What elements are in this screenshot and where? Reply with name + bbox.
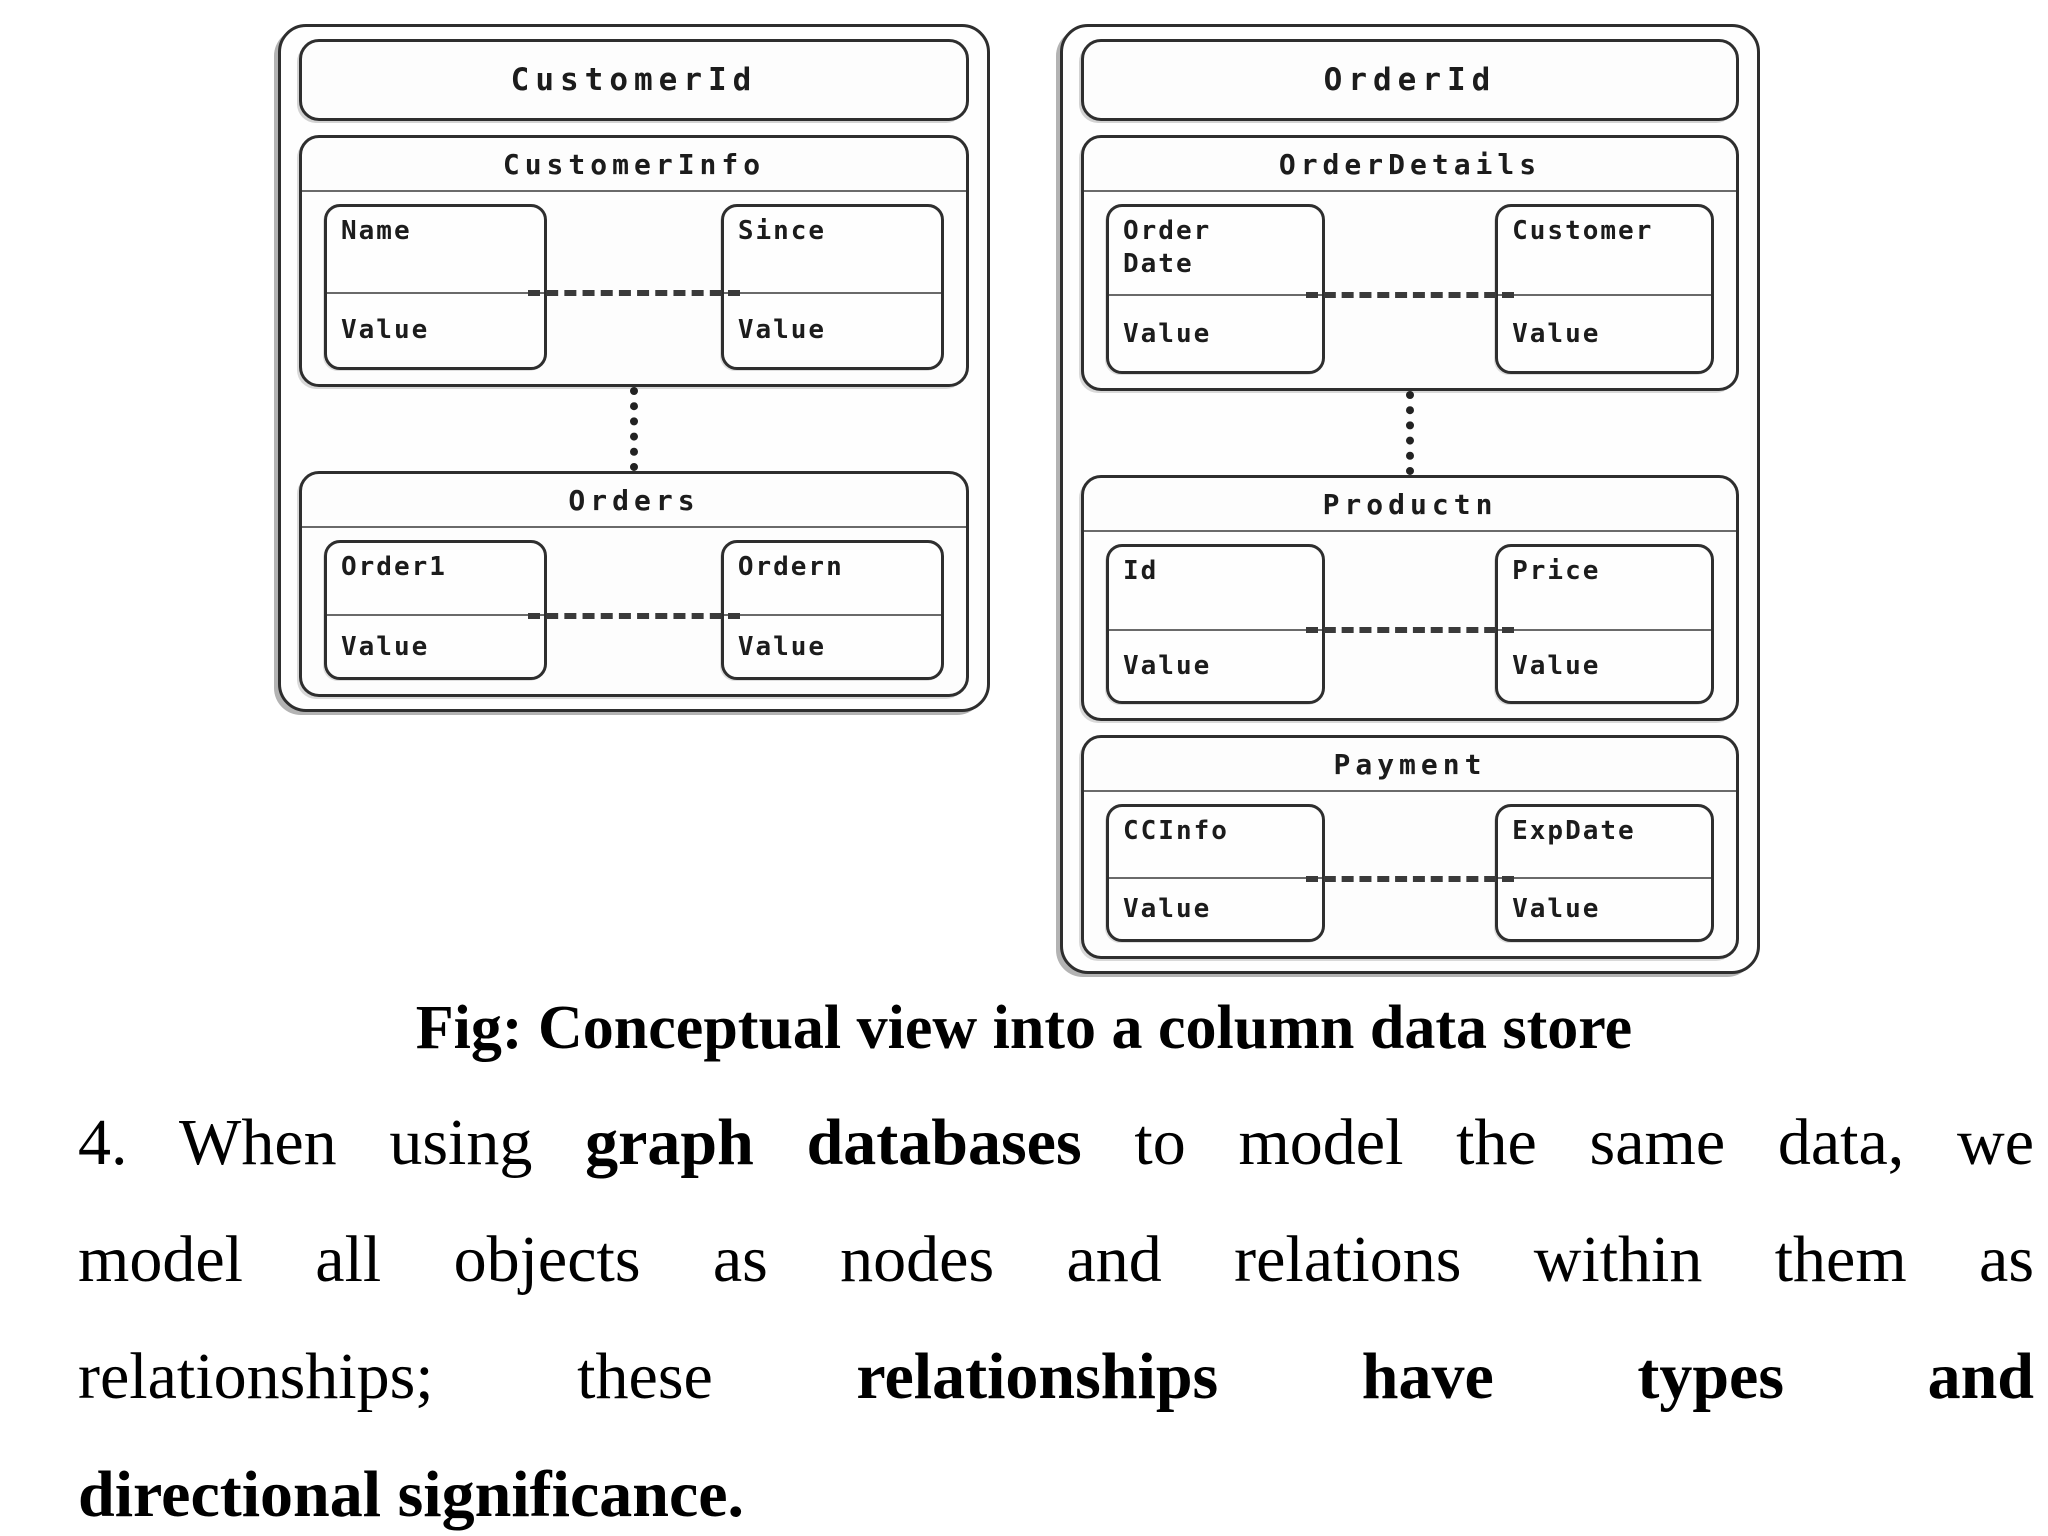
customerinfo-section: CustomerInfo Name Value Since [299,135,969,387]
ccinfo-cell: CCInfo Value [1106,804,1325,942]
orderdetails-title-label: OrderDetails [1278,147,1542,181]
ccinfo-cell-label-compartment: CCInfo [1109,807,1322,880]
price-cell-label: Price [1512,556,1601,586]
price-cell: Price Value [1495,544,1714,704]
payment-cells-row: CCInfo Value ExpDate Value [1084,792,1736,956]
id-cell-value: Value [1123,650,1212,681]
id-cell-label: Id [1123,556,1159,586]
name-cell: Name Value [324,204,548,370]
customer-cell-value: Value [1512,318,1601,349]
ccinfo-cell-value-compartment: Value [1109,879,1322,939]
expdate-cell-value: Value [1512,894,1601,925]
since-cell-label: Since [737,216,827,246]
customerid-container: CustomerId CustomerInfo Name Value [278,24,990,712]
expdate-cell-value-compartment: Value [1498,879,1711,939]
paragraph-text: 4. When using [78,1105,586,1179]
order1-cell-value: Value [341,631,430,662]
order1-cell-label-compartment: Order1 [327,543,545,617]
order1-cell-label: Order1 [341,552,447,582]
ordern-cell-value-compartment: Value [724,616,941,677]
customerinfo-cells-row: Name Value Since Value [302,192,966,384]
paragraph-bold-text: directional significance. [78,1457,745,1531]
orderid-container: OrderId OrderDetails Order Date Value [1060,24,1760,974]
orderdetails-section-title: OrderDetails [1084,138,1736,192]
name-cell-label-compartment: Name [327,207,545,294]
name-cell-value: Value [341,315,430,346]
price-cell-value-compartment: Value [1498,631,1711,701]
dashed-link [1305,291,1515,298]
id-cell-value-compartment: Value [1109,631,1322,701]
orders-title-label: Orders [568,483,700,517]
orderdate-cell-value: Value [1123,318,1212,349]
dashed-link [527,612,741,619]
customer-cell-value-compartment: Value [1498,296,1711,371]
productn-title-label: Productn [1322,487,1498,521]
payment-section-title: Payment [1084,738,1736,792]
customer-cell-label: Customer [1512,216,1654,246]
paragraph-text: to model the same data, we [1081,1105,2034,1179]
orderdetails-cells-row: Order Date Value Customer Value [1084,192,1736,388]
ordern-cell-label-compartment: Ordern [723,543,941,617]
since-cell-value: Value [737,315,827,346]
name-cell-value-compartment: Value [327,294,544,367]
price-cell-label-compartment: Price [1498,547,1711,631]
body-paragraph: 4. When using graph databases to model t… [78,1084,2034,1536]
orderdate-cell-label: Order Date [1123,216,1212,279]
ordern-cell-label: Ordern [737,552,844,582]
order1-cell: Order1 Value [324,540,548,680]
productn-cells-row: Id Value Price Value [1084,532,1736,718]
customer-cell: Customer Value [1495,204,1714,374]
paragraph-line: directional significance. [78,1436,2034,1536]
orderid-header: OrderId [1081,39,1739,121]
payment-section: Payment CCInfo Value ExpDate V [1081,735,1739,959]
productn-section: Productn Id Value Price Value [1081,475,1739,721]
customerid-header: CustomerId [299,39,969,121]
expdate-cell-label: ExpDate [1512,816,1636,846]
dotted-connector [1406,391,1414,475]
name-cell-label: Name [341,216,412,246]
customerinfo-title-label: CustomerInfo [502,147,766,181]
since-cell-value-compartment: Value [724,294,941,367]
customerinfo-section-title: CustomerInfo [302,138,966,192]
paragraph-line: relationships; these relationships have … [78,1318,2034,1435]
id-cell-label-compartment: Id [1109,547,1322,631]
ordern-cell: Ordern Value [720,540,944,680]
ccinfo-cell-value: Value [1123,894,1212,925]
customer-cell-label-compartment: Customer [1498,207,1711,297]
figure-caption: Fig: Conceptual view into a column data … [415,994,1633,1062]
paragraph-line: model all objects as nodes and relations… [78,1201,2034,1318]
orders-section-title: Orders [302,474,966,528]
orderdate-cell: Order Date Value [1106,204,1325,374]
ordern-cell-value: Value [737,631,827,662]
order1-cell-value-compartment: Value [327,616,544,677]
paragraph-line: 4. When using graph databases to model t… [78,1084,2034,1201]
orderdate-cell-label-compartment: Order Date [1109,207,1322,297]
ccinfo-cell-label: CCInfo [1123,816,1229,846]
orders-cells-row: Order1 Value Ordern Value [302,528,966,694]
paragraph-bold-text: relationships have types and [856,1340,2034,1414]
orderdetails-section: OrderDetails Order Date Value Customer [1081,135,1739,391]
since-cell: Since Value [720,204,944,370]
dashed-link [1305,875,1515,882]
orderid-header-label: OrderId [1323,62,1497,98]
productn-section-title: Productn [1084,478,1736,532]
paragraph-text: relationships; these [78,1340,857,1414]
id-cell: Id Value [1106,544,1325,704]
paragraph-text: model all objects as nodes and relations… [78,1222,2034,1296]
customerid-header-label: CustomerId [510,62,758,98]
paragraph-bold-text: graph databases [585,1105,1082,1179]
orders-section: Orders Order1 Value Ordern Val [299,471,969,697]
price-cell-value: Value [1512,650,1601,681]
expdate-cell-label-compartment: ExpDate [1498,807,1711,880]
dashed-link [1305,626,1515,633]
dashed-link [527,289,741,296]
expdate-cell: ExpDate Value [1495,804,1714,942]
dotted-connector [630,387,638,471]
orderdate-cell-value-compartment: Value [1109,296,1322,371]
column-store-diagram: CustomerId CustomerInfo Name Value [278,24,1760,974]
payment-title-label: Payment [1333,747,1487,781]
since-cell-label-compartment: Since [723,207,941,294]
